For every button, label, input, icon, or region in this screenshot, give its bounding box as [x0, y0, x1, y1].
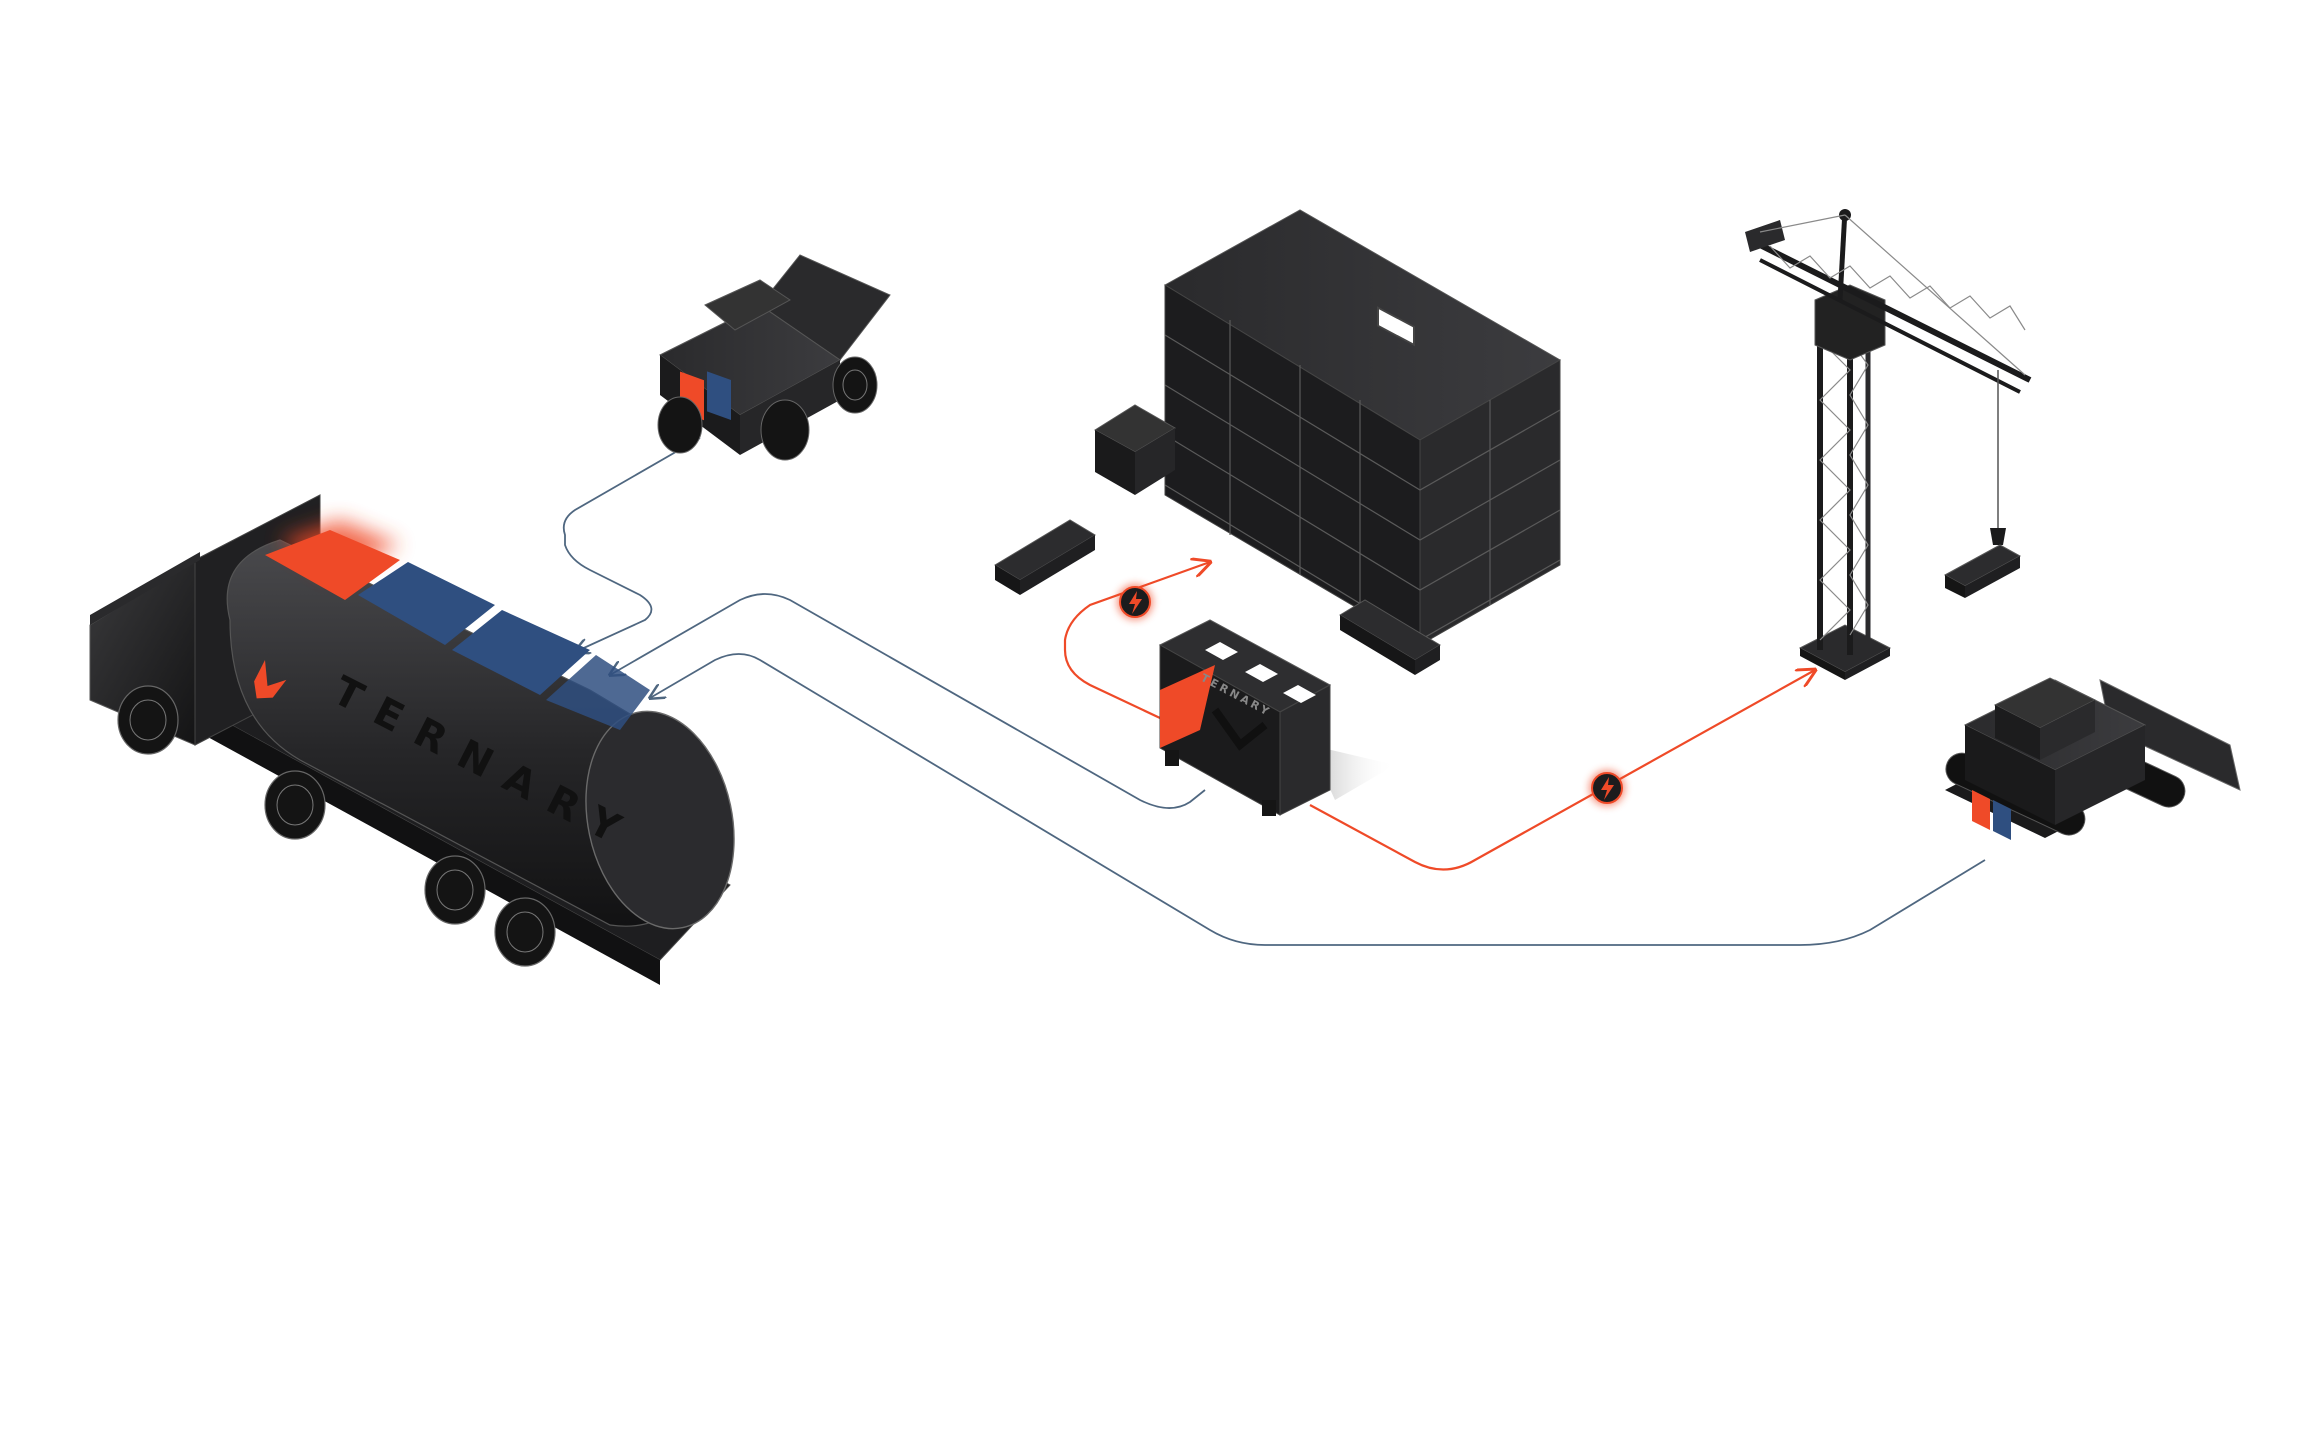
tanker-wheels	[117, 685, 556, 967]
power-unit-shadow	[1310, 745, 1395, 800]
building-floor-slabs	[1164, 320, 1561, 641]
steel-beams-right	[1339, 599, 1441, 675]
lightning-bolt-icon	[1129, 591, 1142, 614]
power-node-building	[1117, 584, 1153, 620]
power-unit-orange-stripe	[1160, 665, 1215, 748]
bulldozer	[1945, 677, 2241, 840]
crane-hook	[1990, 528, 2006, 545]
tower-crane	[1745, 209, 2032, 680]
site-shed	[1094, 404, 1176, 495]
flow-line-bulldozer-to-tanker	[650, 653, 1986, 946]
flow-line-power-unit-to-crane	[1309, 670, 1815, 871]
tanker-cell-blue-1	[358, 562, 495, 645]
tanker-battery-cells	[265, 520, 650, 730]
tanker-tank-end-cap	[585, 710, 735, 930]
ternary-bird-logo-icon	[254, 660, 287, 699]
bulldozer-cell-orange	[1972, 790, 1990, 830]
lightning-bolt-icon	[1601, 777, 1614, 800]
crane-mast	[1817, 318, 1871, 655]
dump-truck-cell-blue	[707, 371, 731, 421]
power-unit-logo-icon	[1176, 680, 1196, 703]
flow-line-power-unit-to-tanker	[610, 593, 1206, 809]
tanker-cell-blue-2	[452, 610, 590, 695]
crane-jib	[1745, 214, 2032, 394]
dump-truck	[657, 254, 891, 461]
flow-lines	[562, 437, 1986, 946]
power-node-crane	[1589, 770, 1625, 806]
crane-load	[1943, 544, 2022, 598]
building-roof-hatch	[1377, 306, 1415, 347]
steel-beams-left	[994, 519, 1096, 595]
flow-line-dump-truck-to-tanker	[562, 437, 701, 652]
building-under-construction	[994, 209, 1562, 675]
tanker-cell-blue-3	[546, 655, 650, 730]
bulldozer-cell-blue	[1993, 800, 2011, 840]
flow-line-power-unit-to-building	[1063, 562, 1210, 719]
fuel-tanker-truck: TERNARY	[89, 494, 735, 985]
power-unit: TERNARY	[1158, 619, 1395, 816]
tanker-cell-orange	[265, 530, 400, 600]
